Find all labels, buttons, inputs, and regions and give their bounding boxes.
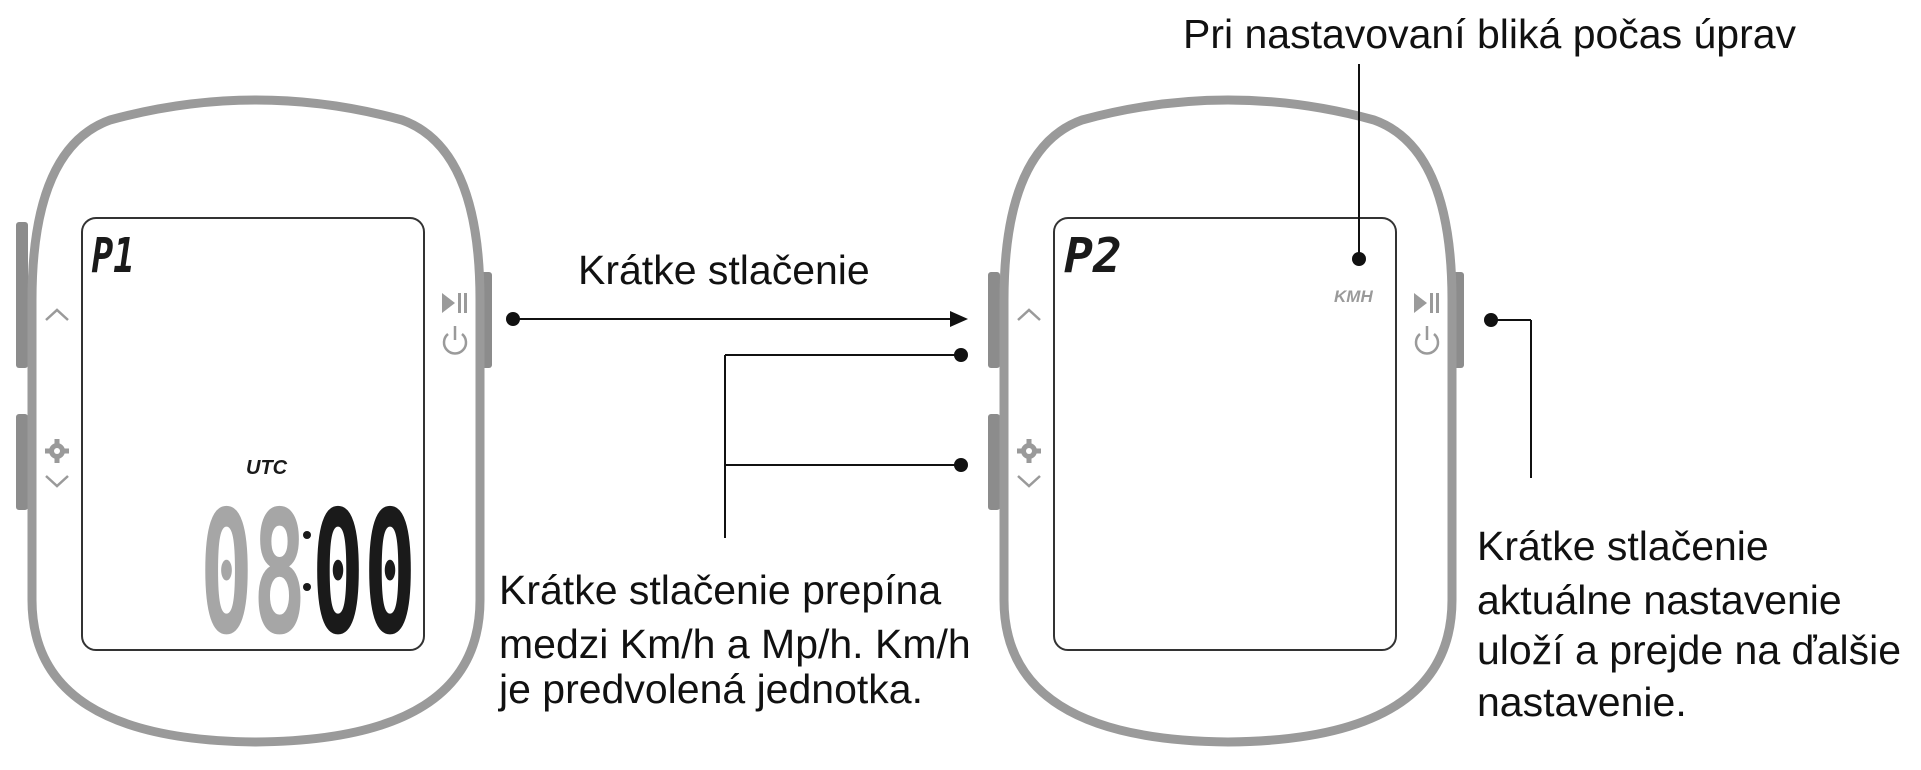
power-button-dot (1484, 313, 1498, 327)
device-right: P2 KMH (988, 95, 1464, 747)
connector-dots (506, 252, 1498, 472)
arrow-head (950, 311, 968, 327)
blink-callout-text: Pri nastavovaní bliká počas úprav (1183, 11, 1797, 57)
gear-icon (1017, 439, 1041, 463)
unit-label: KMH (1334, 287, 1373, 306)
time-colon-dot (303, 531, 311, 539)
chevron-down-icon (1017, 475, 1041, 488)
unit-callout-dot (1352, 252, 1366, 266)
settings-button[interactable] (988, 414, 1000, 510)
save-note-line: uloží a prejde na ďalšie (1477, 627, 1902, 673)
save-note-line: nastavenie. (1477, 679, 1687, 725)
settings-button[interactable] (16, 414, 28, 510)
connectors (513, 64, 1532, 538)
device-left: P1 UTC 08 00 (16, 95, 492, 747)
arrow-start-dot (506, 312, 520, 326)
short-press-label: Krátke stlačenie (578, 247, 870, 293)
hours-digits: 08 (200, 475, 306, 673)
toggle-note-line: Krátke stlačenie prepína (499, 567, 942, 613)
save-note-line: aktuálne nastavenie (1477, 577, 1842, 623)
toggle-note-line: je predvolená jednotka. (499, 666, 923, 712)
up-button[interactable] (988, 272, 1000, 368)
minutes-digits: 00 (312, 475, 416, 673)
down-button-dot (954, 458, 968, 472)
play-pause-icon (442, 293, 467, 313)
power-icon (1414, 326, 1440, 355)
chevron-up-icon (1017, 308, 1041, 321)
gear-icon (45, 439, 69, 463)
time-colon-dot (303, 583, 311, 591)
page-label: P2 (1064, 228, 1122, 284)
timezone-label: UTC (246, 457, 288, 479)
page-label: P1 (92, 229, 135, 284)
power-icon (442, 326, 468, 355)
lcd-screen (81, 217, 425, 651)
chevron-down-icon (45, 475, 69, 488)
up-button[interactable] (16, 222, 28, 368)
save-note-line: Krátke stlačenie (1477, 523, 1769, 569)
play-pause-icon (1414, 293, 1439, 313)
up-button-dot (954, 348, 968, 362)
chevron-up-icon (45, 308, 69, 321)
lcd-screen (1053, 217, 1397, 651)
toggle-note-line: medzi Km/h a Mp/h. Km/h (499, 621, 971, 667)
